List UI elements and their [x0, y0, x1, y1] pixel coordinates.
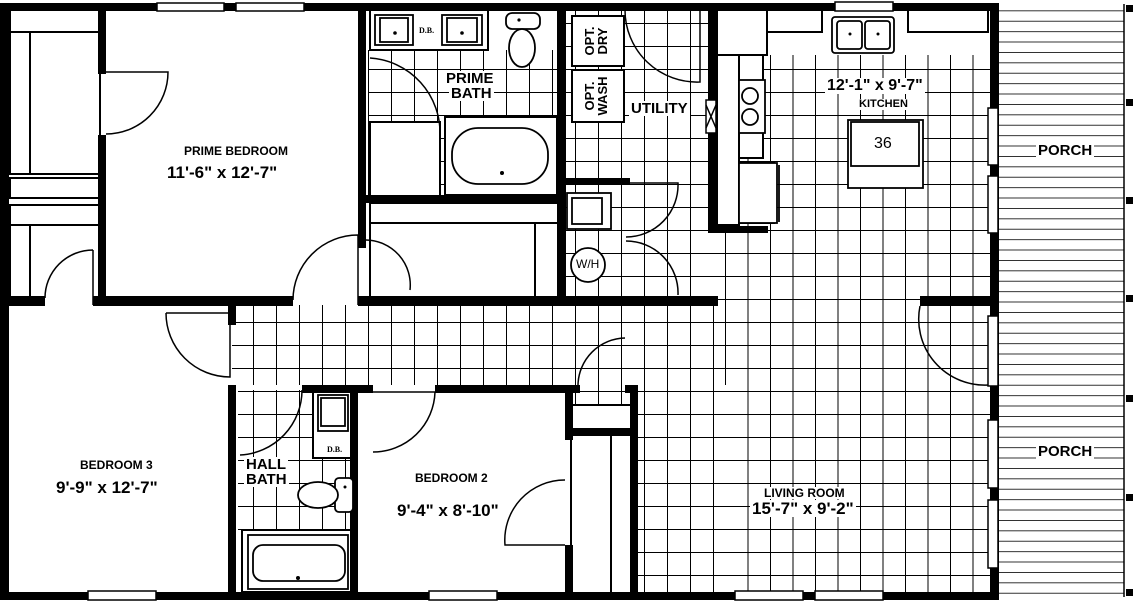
living-room-dims: 15'-7" x 9'-2"	[750, 499, 856, 518]
prime-bath-name-2: BATH	[449, 85, 494, 102]
hall-bath-name-1: HALL	[244, 456, 288, 473]
washer-label: OPT. WASH	[582, 70, 611, 122]
windows	[87, 1, 999, 601]
walls	[0, 3, 999, 600]
bedroom-2-name: BEDROOM 2	[413, 471, 490, 485]
fixtures	[247, 12, 924, 590]
porch-top-name: PORCH	[1036, 142, 1095, 159]
prime-bath-name-1: PRIME	[444, 70, 496, 87]
dryer-label: OPT. DRY	[582, 18, 611, 64]
washer-label-line2: WASH	[595, 76, 610, 116]
dryer-vent	[705, 99, 717, 134]
doors	[44, 9, 989, 546]
bedroom-3-name: BEDROOM 3	[78, 458, 155, 472]
water-heater-label: W/H	[576, 257, 600, 271]
utility-name: UTILITY	[629, 100, 690, 117]
hall-double-bowl-label: D.B.	[327, 445, 343, 454]
prime-bedroom-dims: 11'-6" x 12'-7"	[165, 163, 280, 182]
porch-posts	[1126, 5, 1133, 596]
hall-bath-name-2: BATH	[244, 471, 289, 488]
living-room-name: LIVING ROOM	[762, 486, 847, 500]
porch-bottom-name: PORCH	[1036, 443, 1095, 460]
prime-double-bowl-label: D.B.	[419, 26, 435, 35]
prime-bedroom-name: PRIME BEDROOM	[182, 144, 291, 158]
island-size: 36	[874, 135, 892, 152]
bedroom-2-dims: 9'-4" x 8'-10"	[397, 501, 499, 520]
kitchen-dims: 12'-1" x 9'-7"	[825, 77, 925, 94]
dryer-label-line2: DRY	[595, 27, 610, 55]
porch-deck	[998, 4, 1133, 597]
fixture-details	[296, 18, 880, 580]
bedroom-3-dims: 9'-9" x 12'-7"	[54, 478, 160, 497]
kitchen-name: KITCHEN	[857, 98, 910, 110]
